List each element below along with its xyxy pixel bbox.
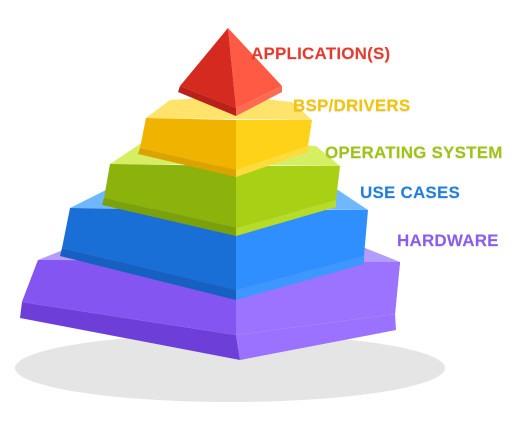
label-applications: APPLICATION(S) — [251, 44, 391, 63]
label-use-cases: USE CASES — [360, 183, 461, 202]
label-bsp-drivers: BSP/DRIVERS — [293, 96, 411, 115]
label-operating-system: OPERATING SYSTEM — [325, 143, 503, 162]
pyramid-layer-applications — [178, 28, 282, 116]
label-hardware: HARDWARE — [397, 231, 499, 250]
pyramid-shadow — [15, 334, 445, 402]
